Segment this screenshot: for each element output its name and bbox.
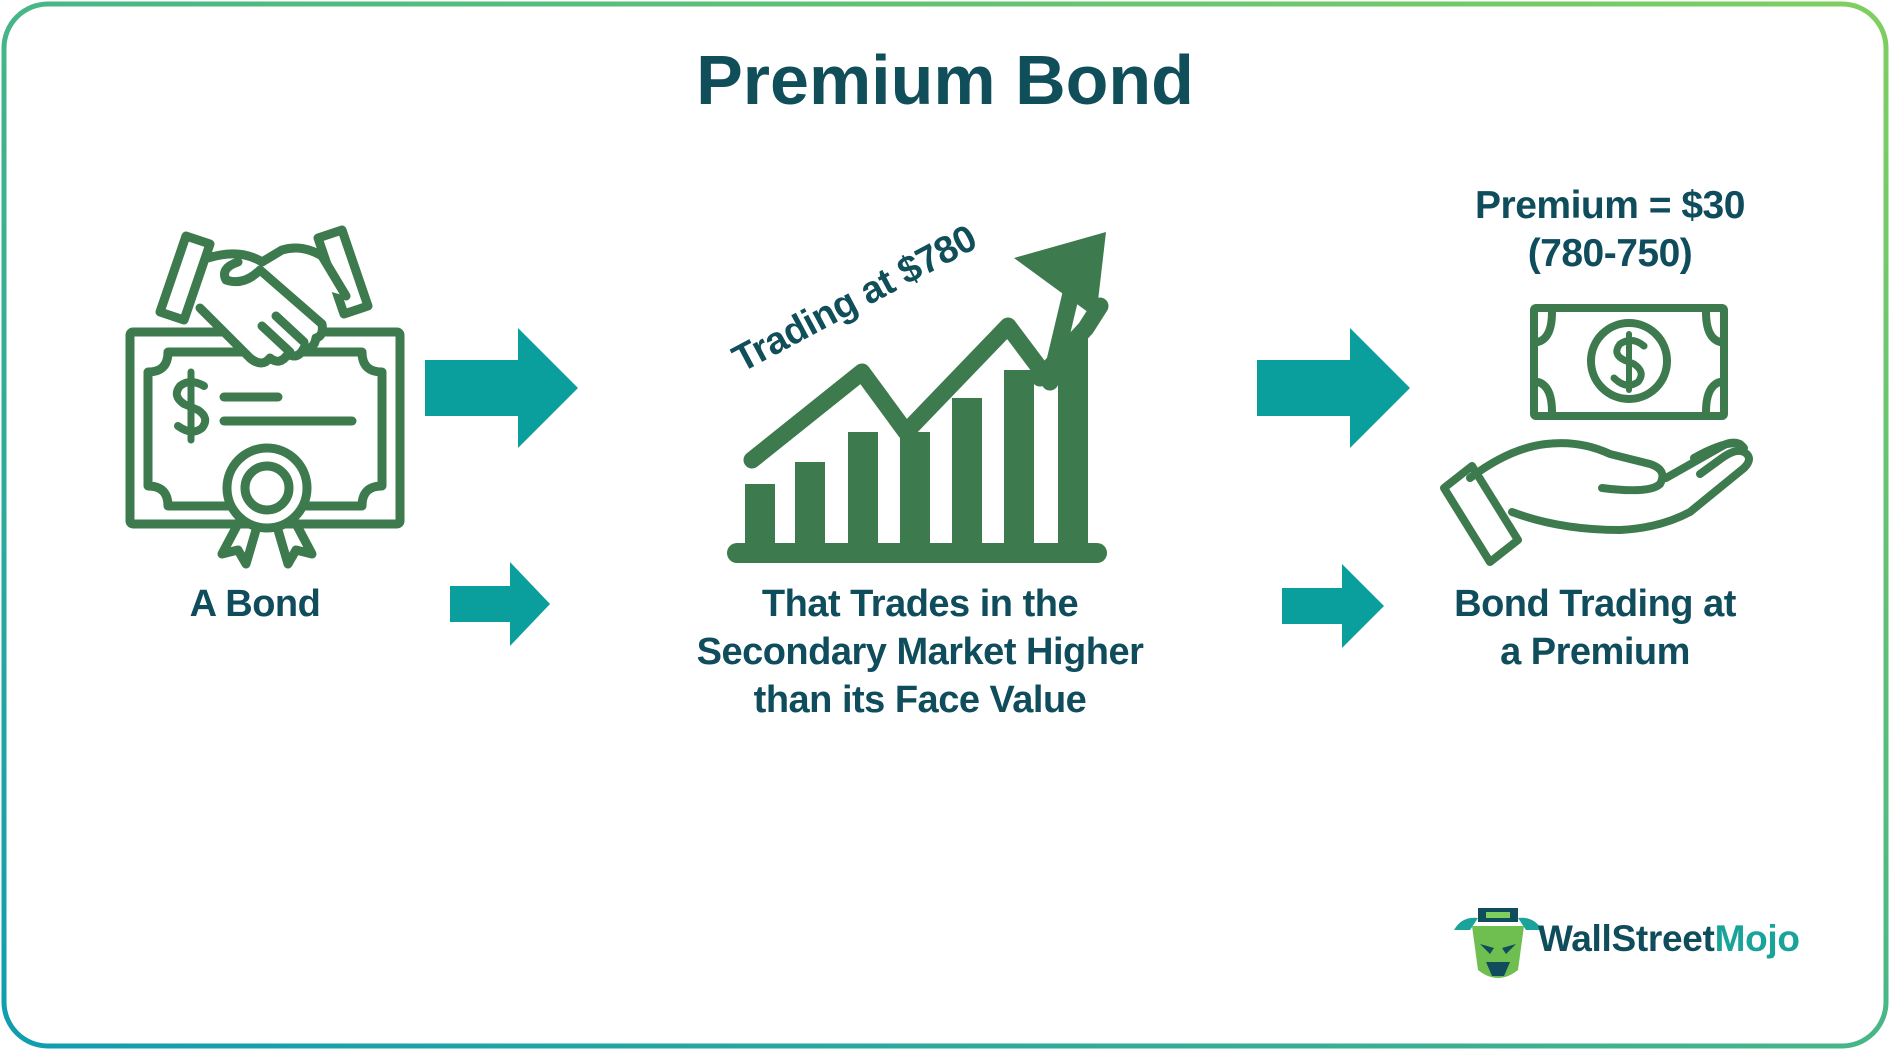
- step2-caption: That Trades in the Secondary Market High…: [640, 580, 1200, 724]
- logo-wordmark-part2: Mojo: [1714, 918, 1800, 959]
- step2-caption-line: That Trades in the: [761, 583, 1079, 625]
- step2-caption-line: than its Face Value: [753, 679, 1087, 721]
- diagram-title: Premium Bond: [696, 41, 1194, 119]
- logo-wordmark: WallStreetMojo: [1538, 918, 1800, 960]
- step1-caption: A Bond: [189, 583, 321, 625]
- arrow-right-icon: [1282, 564, 1384, 648]
- arrow-right-icon: [425, 328, 578, 448]
- premium-formula: Premium = $30 (780-750): [1440, 182, 1780, 278]
- step3-caption-line: Bond Trading at: [1454, 583, 1736, 625]
- step2-caption-line: Secondary Market Higher: [696, 631, 1144, 673]
- logo-wordmark-part1: WallStreet: [1538, 918, 1715, 959]
- arrow-right-icon: [450, 562, 550, 646]
- step3-caption-line: a Premium: [1500, 631, 1690, 673]
- premium-formula-line: Premium = $30: [1475, 184, 1745, 227]
- premium-formula-line: (780-750): [1527, 232, 1693, 275]
- arrow-right-icon: [1257, 328, 1410, 448]
- step3-caption: Bond Trading at a Premium: [1420, 580, 1770, 676]
